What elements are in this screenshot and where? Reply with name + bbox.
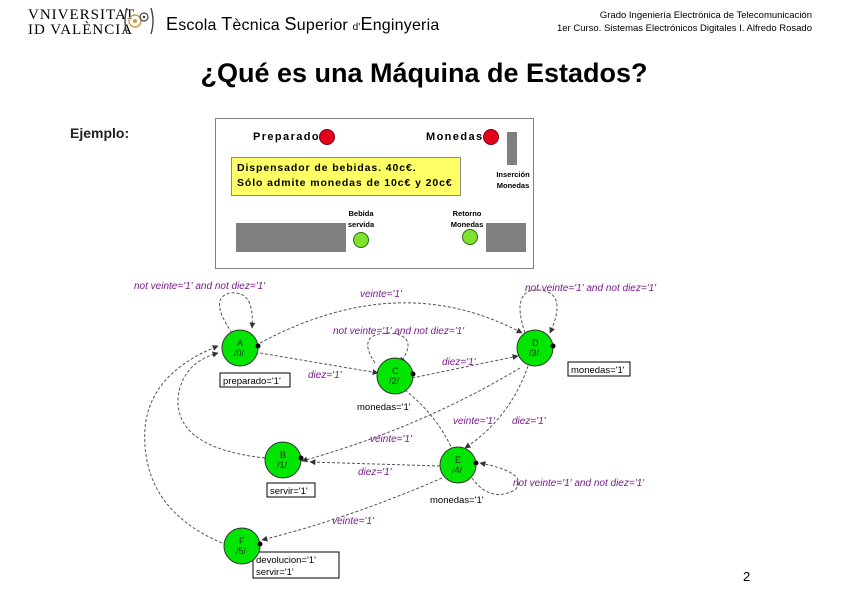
transition-d-to-b: [301, 367, 521, 463]
coin-return-tray: [486, 223, 526, 252]
drink-output-tray: [236, 223, 346, 252]
page-number: 2: [743, 569, 751, 584]
state-b-name: B: [280, 450, 286, 460]
state-b-out: /1/: [277, 460, 288, 470]
output-f-line2: servir='1': [256, 567, 294, 578]
transition-e-to-b: [309, 459, 441, 467]
state-a-name: A: [237, 338, 243, 348]
monedas-label: Monedas: [426, 131, 484, 143]
output-a: preparado='1': [223, 376, 281, 387]
description-line1: Dispensador de bebidas. 40c€.: [237, 162, 417, 174]
example-label: Ejemplo:: [70, 125, 130, 141]
label-c-self: not veinte='1' and not diez='1': [333, 326, 465, 337]
transition-e-self: [471, 461, 519, 495]
transition-a-to-d: [259, 302, 523, 344]
description-line2: Sólo admite monedas de 10c€ y 20c€: [237, 177, 453, 189]
state-c-name: C: [392, 366, 399, 376]
transition-e-to-f: [261, 477, 443, 542]
monedas-led-icon: [483, 129, 499, 145]
label-a-to-c: diez='1': [308, 370, 343, 381]
state-d-out: /3/: [529, 348, 540, 358]
retorno-monedas-led-icon: [462, 229, 478, 245]
state-a-out: /0/: [234, 348, 245, 358]
label-e-self: not veinte='1' and not diez='1': [513, 478, 645, 489]
preparado-led-icon: [319, 129, 335, 145]
label-a-self: not veinte='1' and not diez='1': [134, 281, 266, 292]
output-b: servir='1': [270, 486, 308, 497]
state-c-out: /2/: [389, 376, 400, 386]
school-name: Escola Tècnica Superior d'Enginyeria: [166, 14, 440, 34]
state-f-name: F: [239, 536, 245, 546]
state-f-out: /5/: [236, 546, 247, 556]
state-machine-diagram: A /0/ C /2/ D /3/ B /1/ E /4/ F /5/ not …: [134, 281, 657, 579]
university-name-line2: ID VALÈNCIA: [28, 22, 134, 38]
transition-f-to-a: [144, 345, 223, 544]
output-f-line1: devolucion='1': [256, 555, 316, 566]
coin-slot-icon: [507, 132, 517, 165]
label-e-to-f: veinte='1': [332, 516, 375, 527]
transition-d-to-e: [464, 365, 529, 449]
preparado-label: Preparado: [253, 131, 321, 143]
label-e-to-b: diez='1': [358, 467, 393, 478]
label-c-to-d: diez='1': [442, 357, 477, 368]
label-d-to-b: veinte='1': [370, 434, 413, 445]
transition-b-to-a: [177, 351, 266, 459]
transition-c-self: [367, 332, 409, 364]
label-c-to-e: veinte='1': [453, 416, 496, 427]
bebida-servida-led-icon: [353, 232, 369, 248]
course-title: Grado Ingeniería Electrónica de Telecomu…: [599, 10, 812, 21]
state-d-name: D: [532, 338, 539, 348]
slide-title: ¿Qué es una Máquina de Estados?: [200, 58, 648, 88]
state-e-name: E: [455, 455, 461, 465]
label-d-self: not veinte='1' and not diez='1': [525, 283, 657, 294]
output-d: monedas='1': [571, 365, 625, 376]
output-c: monedas='1': [357, 402, 411, 413]
description-box: Dispensador de bebidas. 40c€. Sólo admit…: [231, 157, 461, 196]
transition-a-self: [219, 292, 256, 334]
state-e-out: /4/: [452, 465, 463, 475]
output-e: monedas='1': [430, 495, 484, 506]
university-logo-icon: [124, 7, 154, 35]
transition-c-to-d: [411, 354, 519, 379]
label-a-to-d: veinte='1': [360, 289, 403, 300]
label-d-to-e: diez='1': [512, 416, 547, 427]
course-subtitle: 1er Curso. Sistemas Electrónicos Digital…: [556, 23, 812, 34]
transition-d-self: [519, 289, 558, 334]
university-name-line1: VNIVERSITAT: [28, 7, 136, 23]
